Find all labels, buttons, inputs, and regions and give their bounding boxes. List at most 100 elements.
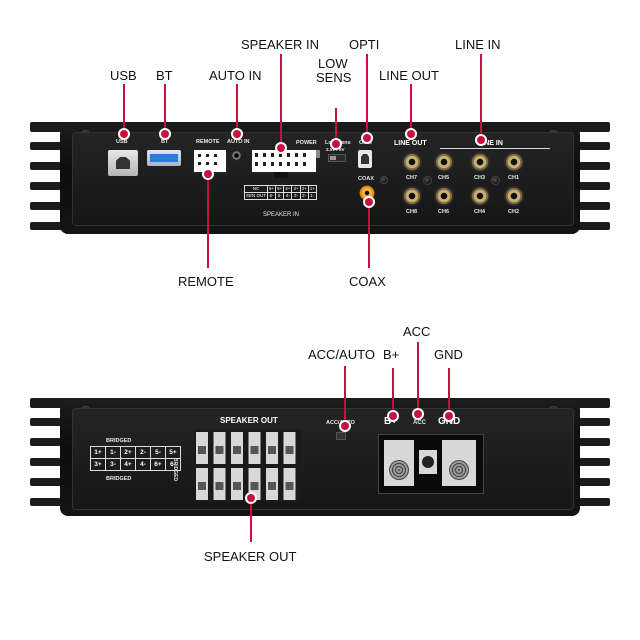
pin-cell: 1+ — [307, 185, 317, 193]
callout-dot — [341, 422, 349, 430]
pin-cell: 2- — [299, 192, 309, 200]
rca-ch3[interactable] — [470, 152, 490, 172]
pin-cell: 1- — [307, 192, 317, 200]
terminal-cell: 2- — [135, 446, 151, 459]
rca-ch8[interactable] — [402, 186, 422, 206]
bt-usb-port[interactable] — [147, 150, 181, 166]
callout-coax: COAX — [349, 274, 386, 289]
screw — [491, 176, 500, 185]
terminal-cell: 2+ — [120, 446, 136, 459]
usb-port-label: USB — [116, 139, 128, 145]
callout-line-acc — [417, 342, 419, 412]
bottom-amplifier: BRIDGED 1+ 1- 2+ 2- 5- 5+ 3+ 3- 4+ 4- 6+… — [30, 396, 610, 522]
rca-ch7[interactable] — [402, 152, 422, 172]
callout-usb: USB — [110, 68, 137, 83]
terminal-cell: 1+ — [90, 446, 106, 459]
callout-dot — [204, 170, 212, 178]
acc-auto-panel-label: ACC/AUTO — [326, 420, 355, 426]
terminal-cell: 6+ — [150, 458, 166, 471]
speaker-in-connector[interactable] — [250, 148, 318, 174]
rca-ch2[interactable] — [504, 186, 524, 206]
usb-port[interactable] — [108, 150, 138, 176]
auto-in-jack[interactable] — [231, 150, 242, 161]
gnd-screw-icon — [449, 460, 469, 480]
callout-line-speaker-in — [280, 54, 282, 146]
callout-line-low-sens — [335, 108, 337, 142]
speaker-out-terminal-block[interactable] — [194, 430, 302, 502]
rca-ch1[interactable] — [504, 152, 524, 172]
channel-label: CH8 — [406, 209, 418, 215]
callout-line-gnd — [448, 368, 450, 414]
callout-line-line-in — [480, 54, 482, 138]
terminal-cell: 5+ — [165, 446, 181, 459]
channel-label: CH5 — [438, 175, 450, 181]
pin-cell: 2+ — [299, 185, 309, 193]
pin-cell: 5+ — [275, 185, 285, 193]
terminal-cell: 6- — [165, 458, 181, 471]
rca-ch5[interactable] — [434, 152, 454, 172]
terminal-cell: 4- — [135, 458, 151, 471]
channel-label: CH1 — [508, 175, 520, 181]
rca-ch4[interactable] — [470, 186, 490, 206]
low-sens-values: 2.5V / 5V — [326, 147, 345, 152]
optical-input[interactable] — [358, 150, 372, 168]
bridged-label-bottom: BRIDGED — [106, 476, 132, 482]
line-in-underline — [440, 148, 550, 149]
channel-label: CH6 — [438, 209, 450, 215]
channel-label: CH7 — [406, 175, 418, 181]
bt-port-label: BT — [161, 139, 169, 145]
line-in-panel-label: LINE IN — [478, 140, 503, 147]
callout-dot — [407, 130, 415, 138]
acc-terminal[interactable] — [419, 450, 437, 474]
pin-cell: 6+ — [267, 185, 277, 193]
callout-dot — [477, 136, 485, 144]
callout-dot — [445, 412, 453, 420]
top-connector-panel — [72, 132, 574, 226]
channel-label: CH2 — [508, 209, 520, 215]
callout-dot — [363, 134, 371, 142]
coax-label: COAX — [358, 176, 374, 182]
terminal-cell: 3- — [105, 458, 121, 471]
b-plus-terminal[interactable] — [384, 440, 414, 486]
pin-cell: 5- — [275, 192, 285, 200]
rca-ch6[interactable] — [434, 186, 454, 206]
callout-dot — [365, 198, 373, 206]
terminal-cell: 5- — [150, 446, 166, 459]
remote-port-label: REMOTE — [196, 139, 220, 145]
callout-line-opti — [366, 54, 368, 136]
gnd-panel-label: GND — [438, 416, 461, 427]
pin-cell: 6- — [267, 192, 277, 200]
screw — [423, 176, 432, 185]
pin-cell: 3+ — [291, 185, 301, 193]
callout-gnd: GND — [434, 347, 463, 362]
callout-low-sens-1: LOW — [318, 56, 348, 71]
callout-line-acc-auto — [344, 366, 346, 424]
callout-dot — [332, 140, 340, 148]
opti-label: OPTI — [359, 140, 372, 146]
low-sens-switch[interactable] — [328, 154, 346, 162]
speaker-in-panel-label: SPEAKER IN — [263, 212, 300, 218]
callout-dot — [389, 412, 397, 420]
callout-auto-in: AUTO IN — [209, 68, 262, 83]
callout-line-bt — [164, 84, 166, 132]
pin-cell: 3- — [291, 192, 301, 200]
callout-line-in: LINE IN — [455, 37, 501, 52]
callout-dot — [247, 494, 255, 502]
screw — [380, 176, 388, 184]
bridged-label-side: BRIDGED — [172, 458, 178, 482]
callout-dot — [233, 130, 241, 138]
callout-remote: REMOTE — [178, 274, 234, 289]
callout-line-b-plus — [392, 368, 394, 414]
speaker-in-pin-table: NC 6+ 5+ 4+ 3+ 2+ 1+ SEN OUT 6- 5- 4- 3-… — [243, 185, 317, 200]
power-switch[interactable] — [316, 150, 320, 158]
gnd-terminal[interactable] — [442, 440, 476, 486]
callout-dot — [277, 144, 285, 152]
callout-opti: OPTI — [349, 37, 380, 52]
acc-auto-switch[interactable] — [336, 432, 346, 440]
acc-panel-label: ACC — [413, 420, 426, 426]
callout-dot — [414, 410, 422, 418]
coax-input[interactable] — [359, 185, 375, 201]
pin-cell: NC — [243, 185, 269, 193]
b-plus-panel-label: B+ — [384, 416, 398, 427]
callout-bt: BT — [156, 68, 173, 83]
